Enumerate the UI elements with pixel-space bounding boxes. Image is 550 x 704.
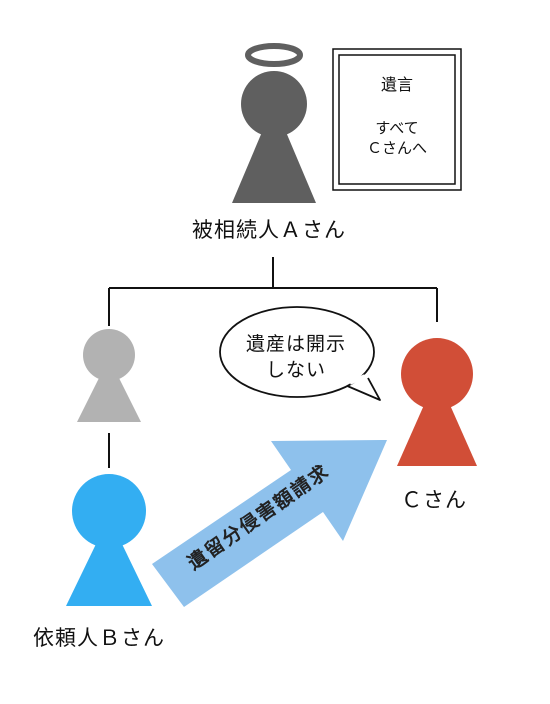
speech-bubble-icon xyxy=(219,306,381,401)
heir-c-body xyxy=(397,405,477,466)
client-label: 依頼人Ｂさん xyxy=(33,626,165,650)
decedent-figure xyxy=(232,43,316,203)
speech-bubble-line-2: しない xyxy=(265,359,326,381)
unnamed-heir-body xyxy=(77,376,141,422)
will-line-2: Ｃさんへ xyxy=(366,139,427,157)
claim-arrow-shape xyxy=(152,440,387,607)
document-icon xyxy=(332,48,462,191)
client-figure xyxy=(66,474,152,606)
speech-bubble-line-1: 遺産は開示 xyxy=(245,333,346,355)
decedent-body xyxy=(232,132,316,203)
will-title: 遺言 xyxy=(380,75,413,94)
will-line-1: すべて xyxy=(375,119,419,137)
unnamed-heir-head xyxy=(83,329,135,381)
heir-c-head xyxy=(401,338,473,410)
client-body xyxy=(66,544,152,606)
client-head xyxy=(72,474,146,548)
heir-c-figure xyxy=(397,338,477,466)
heir-c-label: Ｃさん xyxy=(401,488,467,512)
unnamed-heir-figure xyxy=(77,329,141,422)
relationship-lines xyxy=(108,257,438,468)
decedent-label: 被相続人Ａさん xyxy=(192,218,346,242)
decedent-head xyxy=(241,71,307,137)
claim-arrow xyxy=(152,440,387,607)
halo-icon xyxy=(245,43,303,67)
